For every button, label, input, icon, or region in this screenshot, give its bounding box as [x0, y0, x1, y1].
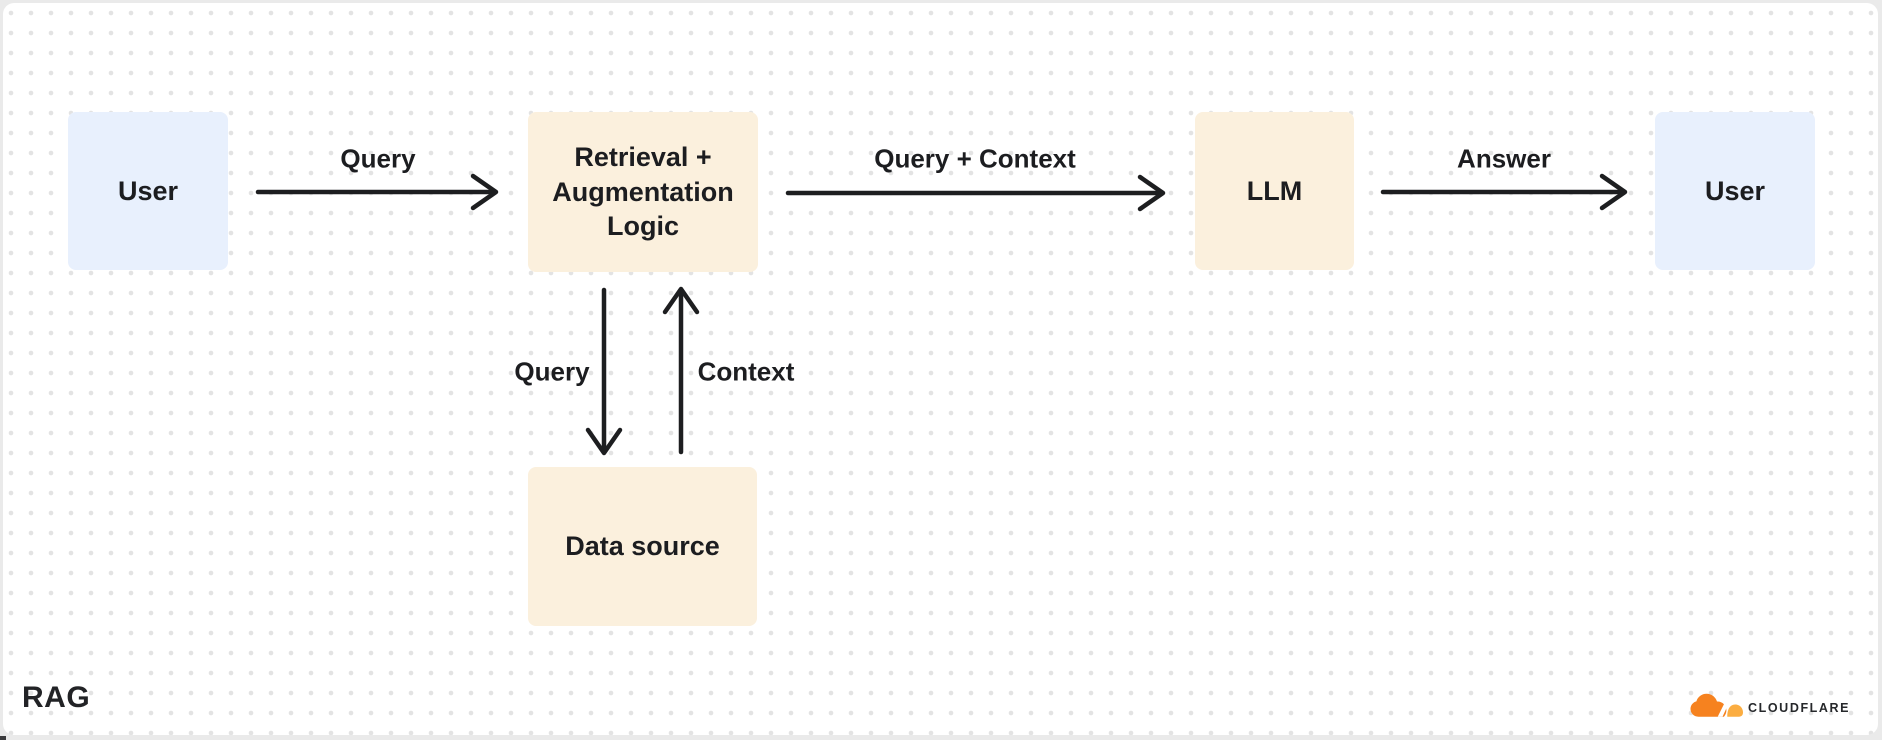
edge-label-query-plus-context: Query + Context: [874, 143, 1076, 174]
cloudflare-logo: CLOUDFLARE: [1690, 690, 1850, 717]
arrow-retrieval-to-data-source: [585, 287, 623, 456]
arrow-layer: [255, 173, 1628, 456]
node-retrieval-augmentation-logic: Retrieval + Augmentation Logic: [528, 112, 758, 272]
edge-label-answer: Answer: [1457, 143, 1551, 174]
cloudflare-cloud-icon: [1690, 693, 1743, 717]
cloudflare-wordmark: CLOUDFLARE: [1748, 700, 1851, 715]
edge-label-query: Query: [340, 143, 416, 174]
node-user-right-label: User: [1704, 175, 1766, 206]
node-data-source-label: Data source: [565, 531, 720, 562]
diagram-canvas: User Retrieval + Augmentation Logic LLM …: [3, 3, 1878, 735]
arrow-retrieval-to-llm: [785, 174, 1166, 212]
node-user-left-label: User: [117, 175, 179, 206]
node-llm-label: LLM: [1246, 175, 1303, 206]
edge-label-query-down: Query: [514, 356, 590, 387]
arrow-user-to-retrieval: [255, 173, 499, 211]
arrow-data-source-to-retrieval: [662, 286, 700, 455]
node-user-left: User: [68, 112, 228, 270]
node-data-source: Data source: [528, 467, 757, 626]
node-llm: LLM: [1195, 112, 1354, 270]
bottom-left-notch: [0, 736, 6, 740]
node-user-right: User: [1655, 112, 1815, 270]
diagram-content: User Retrieval + Augmentation Logic LLM …: [3, 3, 1878, 735]
node-retrieval-label: Retrieval + Augmentation Logic: [552, 142, 734, 242]
arrow-llm-to-user: [1380, 173, 1628, 211]
diagram-title: RAG: [22, 681, 91, 714]
edge-label-context-up: Context: [697, 356, 795, 387]
